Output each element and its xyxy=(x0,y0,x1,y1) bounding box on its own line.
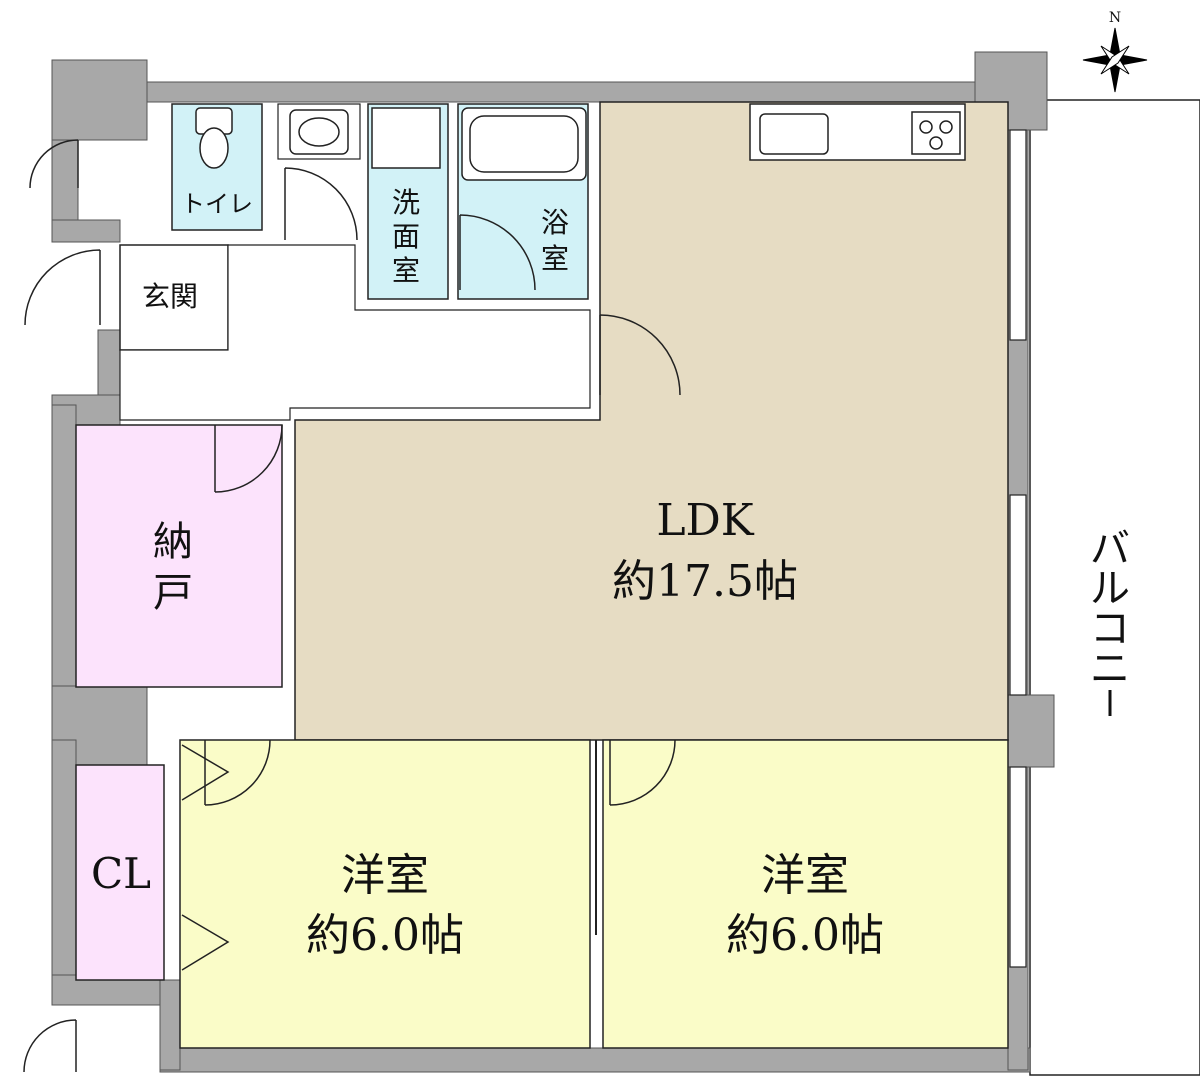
hallway-floor xyxy=(119,244,591,421)
closet-label: CL xyxy=(91,849,151,898)
western-room-1-name-label: 洋室 xyxy=(341,850,429,901)
toilet-fixture xyxy=(195,107,233,169)
western-room-1-floor xyxy=(179,739,591,1049)
entrance-floor xyxy=(119,244,229,351)
washroom-label-line-3: 室 xyxy=(392,254,420,287)
western-room-2-name-label: 洋室 xyxy=(761,850,849,901)
compass-north-label: N xyxy=(1109,10,1121,26)
bath-label-line-1: 浴 xyxy=(541,206,569,239)
washing-machine-pan xyxy=(371,107,441,169)
toilet-label: トイレ xyxy=(181,190,253,218)
windows xyxy=(1009,129,1027,968)
balcony-area xyxy=(1029,99,1200,1076)
western-room-1-size-label: 約6.0帖 xyxy=(306,910,464,961)
compass-icon xyxy=(1082,27,1148,93)
ldk-name-label: LDK xyxy=(656,495,754,546)
balcony-label-char-1: バ xyxy=(1090,526,1130,572)
balcony-label-char-2: ル xyxy=(1090,566,1130,612)
bathtub-fixture xyxy=(461,107,587,181)
washroom-label-line-2: 面 xyxy=(392,220,420,253)
bath-label-line-2: 室 xyxy=(541,242,569,275)
western-room-2-size-label: 約6.0帖 xyxy=(726,910,884,961)
washbasin-fixture xyxy=(289,109,349,155)
storage-label-line-2: 戸 xyxy=(153,570,193,616)
outer-walls xyxy=(51,51,1055,1073)
kitchen-counter xyxy=(749,103,966,161)
closet-floor xyxy=(75,764,165,981)
doors xyxy=(23,139,681,1073)
western-room-2-floor xyxy=(602,739,1009,1049)
balcony-label-char-4: ニ xyxy=(1090,646,1130,692)
entrance-label: 玄関 xyxy=(142,280,198,313)
storage-label-line-1: 納 xyxy=(153,519,193,565)
storage-floor xyxy=(75,424,283,688)
washroom-label-line-1: 洗 xyxy=(392,186,420,219)
ldk-size-label: 約17.5帖 xyxy=(612,556,798,607)
balcony-label-char-3: コ xyxy=(1090,606,1130,652)
